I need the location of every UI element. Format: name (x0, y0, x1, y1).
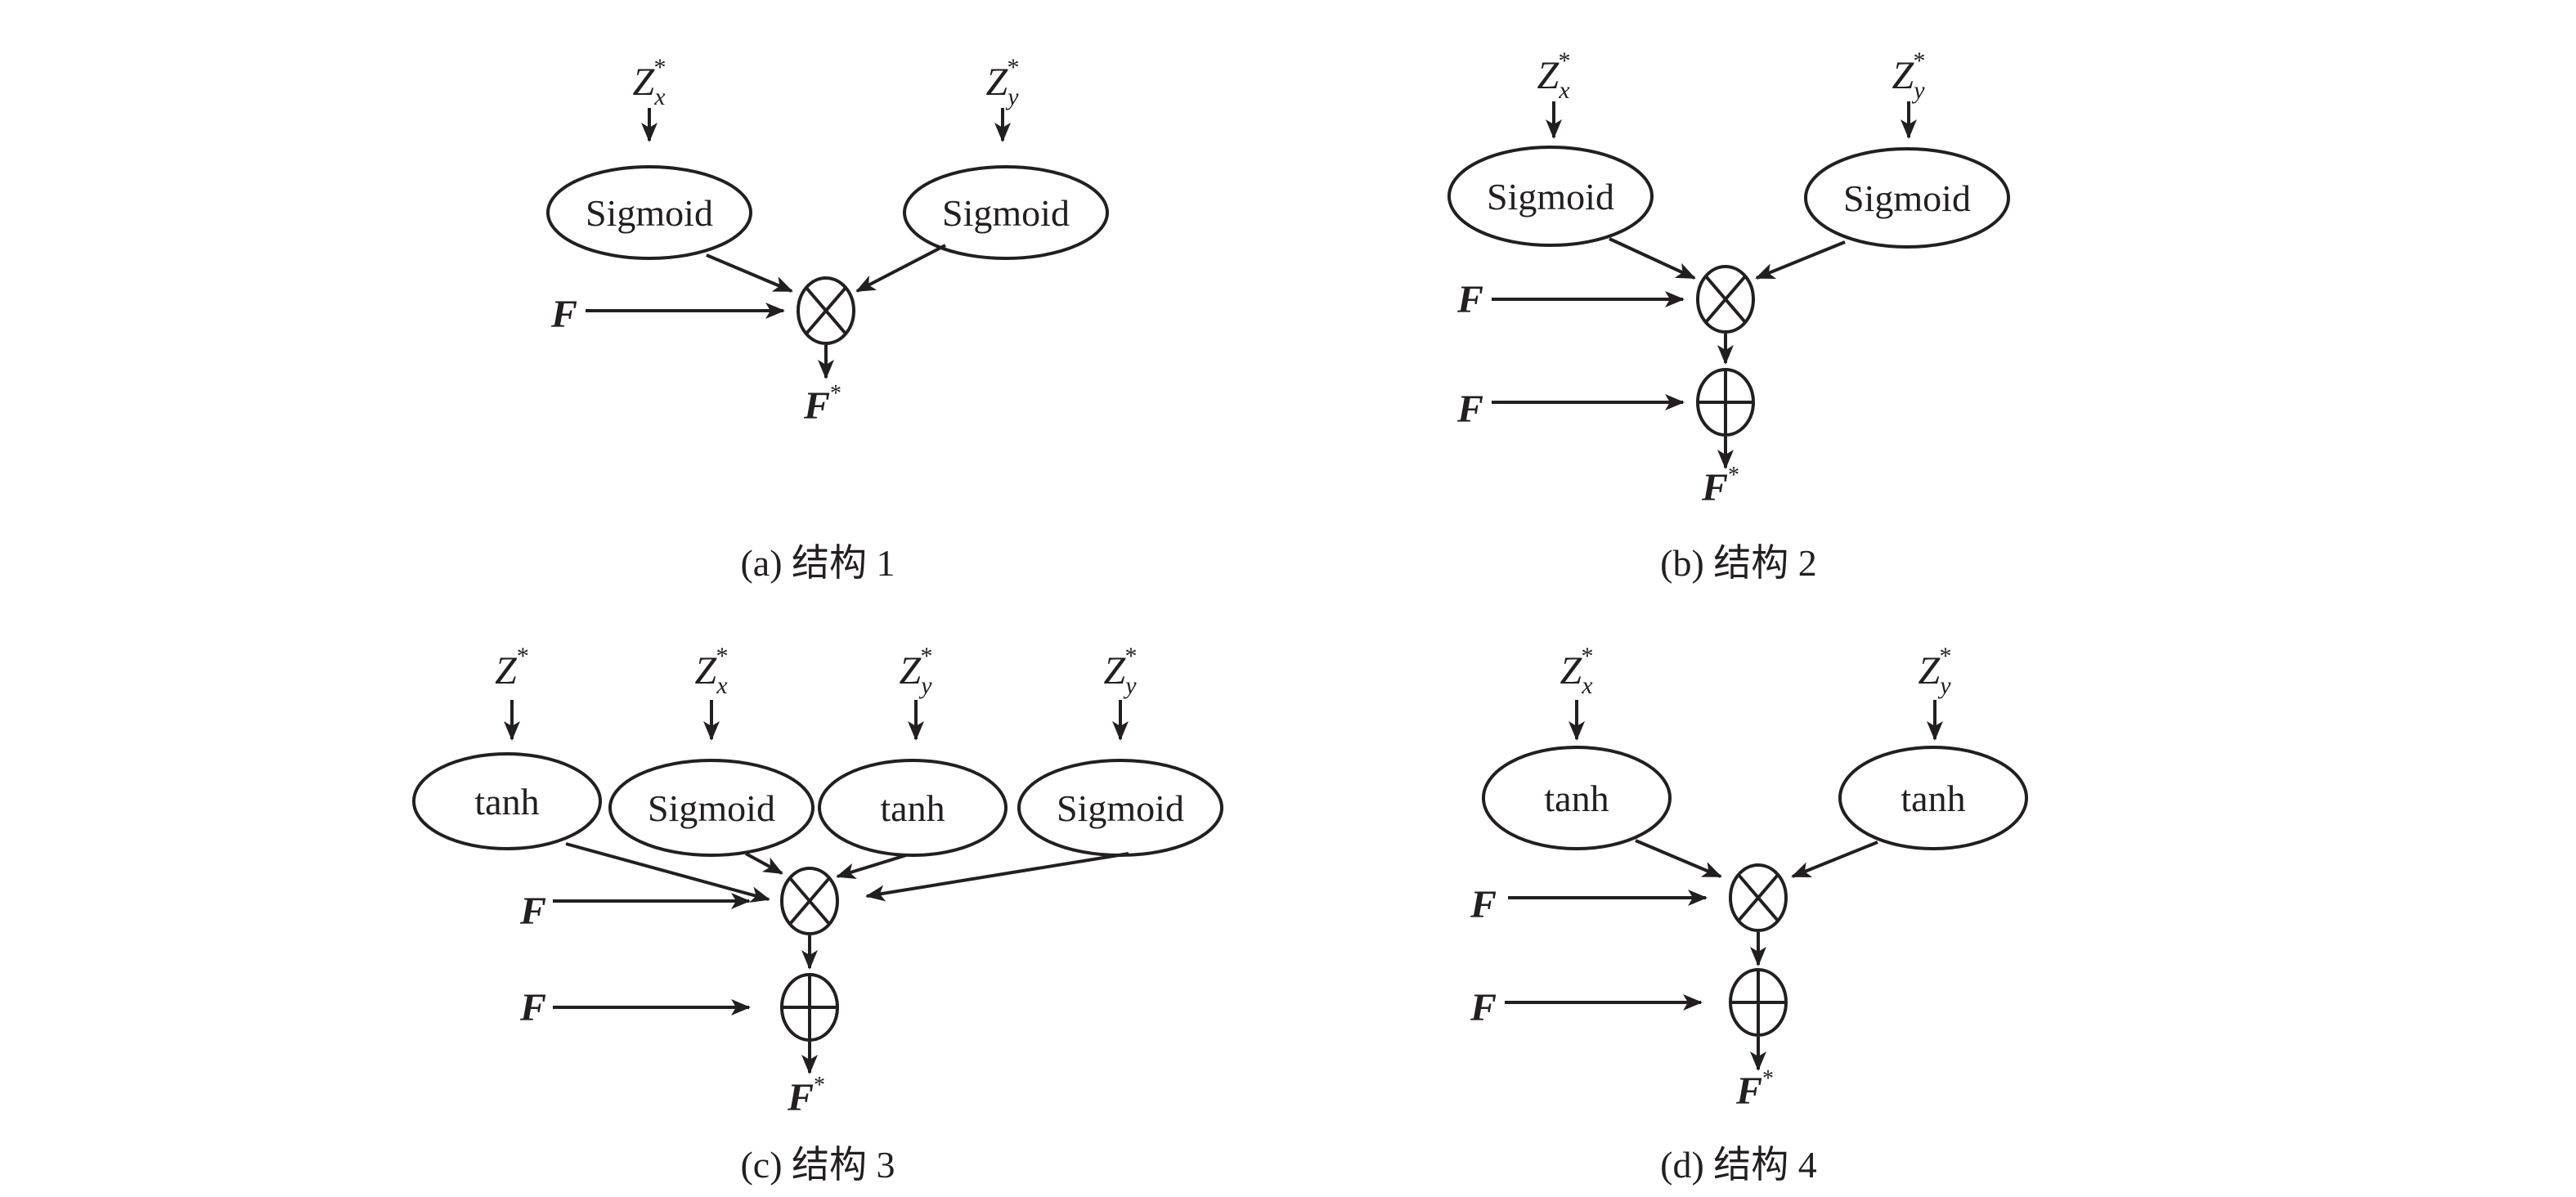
node-ellipse (1838, 746, 2028, 850)
node-label: Sigmoid (586, 192, 713, 234)
output-label-fstar: F* (787, 1073, 825, 1119)
panel-caption: (c) 结构 3 (740, 1144, 895, 1186)
activation-node: tanh (818, 759, 1008, 857)
node-label: Sigmoid (1487, 176, 1614, 217)
add-operator-icon (1729, 968, 1788, 1037)
node-ellipse (1447, 146, 1654, 247)
input-label-z: Zy* (985, 54, 1019, 110)
node-to-multiply-arrow (565, 842, 770, 903)
activation-node: tanh (1838, 746, 2028, 850)
multiply-operator-icon (1696, 265, 1755, 334)
node-ellipse (903, 165, 1109, 260)
node-label: tanh (474, 781, 539, 823)
activation-node: tanh (412, 752, 602, 850)
multiply-operator-icon (1729, 863, 1788, 932)
panel-caption: (b) 结构 2 (1660, 542, 1817, 584)
input-label-f: F (1456, 388, 1483, 431)
node-to-multiply-arrow (1609, 237, 1696, 280)
node-ellipse (546, 165, 752, 260)
node-to-multiply-arrow (706, 253, 793, 293)
input-label-f: F (1456, 278, 1483, 321)
node-to-multiply-arrow (865, 852, 1129, 902)
node-ellipse (1804, 147, 2010, 249)
input-label-f: F (519, 986, 546, 1029)
multiply-operator-icon (780, 867, 839, 935)
output-label-fstar: F* (803, 381, 841, 428)
add-operator-icon (1696, 368, 1755, 437)
input-label-z: Zx* (632, 54, 666, 110)
input-label-z: Zx* (694, 643, 728, 699)
node-to-multiply-arrow (855, 244, 946, 293)
activation-node: Sigmoid (546, 165, 752, 260)
input-label-z: Zy* (1918, 643, 1951, 699)
input-label-z: Zy* (899, 643, 932, 699)
node-ellipse (1482, 746, 1672, 850)
node-to-multiply-arrow (836, 854, 907, 880)
node-label: Sigmoid (942, 192, 1070, 234)
activation-node: Sigmoid (1017, 759, 1223, 857)
activation-node: Sigmoid (1447, 146, 1654, 247)
input-label-z: Zy* (1103, 643, 1137, 699)
node-ellipse (818, 759, 1008, 857)
input-label-z: Z* (495, 643, 529, 693)
input-label-f: F (550, 293, 577, 336)
node-label: tanh (1544, 778, 1609, 819)
node-ellipse (608, 759, 815, 857)
input-label-z: Zx* (1560, 643, 1593, 699)
input-label-f: F (519, 890, 546, 933)
node-label: tanh (1901, 778, 1965, 819)
node-to-multiply-arrow (745, 852, 783, 875)
output-label-fstar: F* (1701, 463, 1739, 509)
multiply-operator-icon (797, 276, 855, 345)
node-label: Sigmoid (1057, 787, 1184, 829)
node-to-multiply-arrow (1791, 841, 1878, 878)
activation-node: Sigmoid (1804, 147, 2010, 249)
output-label-fstar: F* (1735, 1066, 1774, 1113)
panel-caption: (a) 结构 1 (740, 542, 895, 584)
node-to-multiply-arrow (1635, 839, 1722, 878)
node-label: tanh (880, 787, 945, 829)
node-label: Sigmoid (1843, 177, 1971, 219)
input-label-z: Zy* (1892, 47, 1925, 104)
node-label: Sigmoid (648, 787, 775, 829)
activation-node: Sigmoid (903, 165, 1109, 260)
activation-node: Sigmoid (608, 759, 815, 857)
activation-node: tanh (1482, 746, 1672, 850)
add-operator-icon (780, 973, 839, 1042)
node-to-multiply-arrow (1755, 240, 1846, 280)
panel-caption: (d) 结构 4 (1660, 1144, 1817, 1186)
input-label-f: F (1470, 986, 1497, 1029)
node-ellipse (412, 752, 602, 850)
input-label-z: Zx* (1537, 47, 1570, 104)
input-label-f: F (1470, 883, 1497, 926)
